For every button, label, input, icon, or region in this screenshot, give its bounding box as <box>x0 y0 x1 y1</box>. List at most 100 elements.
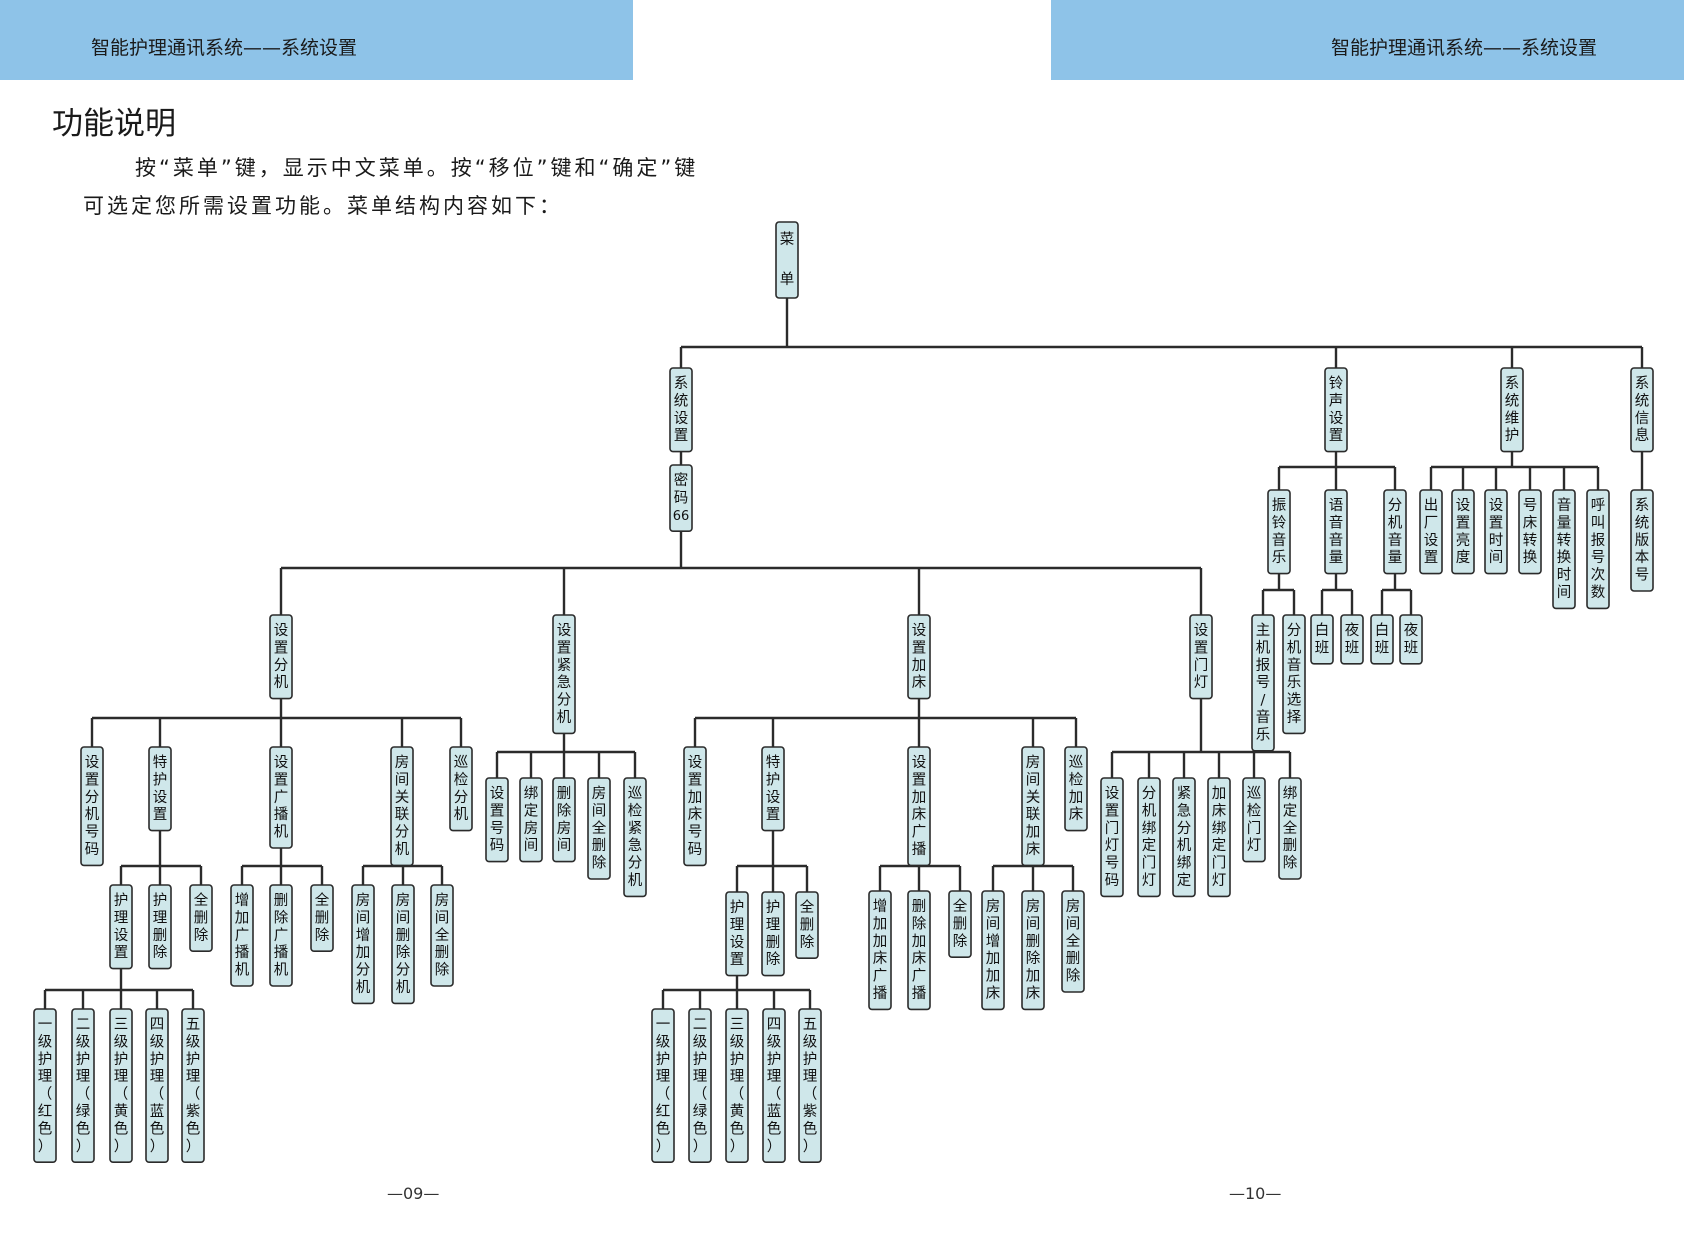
menu-node-label: 全删除 <box>953 897 968 950</box>
menu-node-box <box>669 367 693 453</box>
menu-node: 白班 <box>1370 614 1394 665</box>
menu-node-label: 护理删除 <box>766 899 781 968</box>
menu-node: 房间删除加床 <box>1021 890 1045 1011</box>
menu-node-label: 护理设置 <box>114 892 129 961</box>
menu-node: 夜班 <box>1399 614 1423 665</box>
menu-node: 设置加床 <box>907 614 931 700</box>
menu-node-label: 呼叫报号次数 <box>1591 497 1606 601</box>
menu-node-label: 四级护理（蓝色） <box>767 1017 782 1155</box>
menu-node: 巡检紧急分机 <box>623 777 647 898</box>
menu-node-label: 设置号码 <box>490 785 505 854</box>
menu-node-box <box>683 746 707 867</box>
menu-node-box <box>552 614 576 735</box>
menu-node-label: 系统设置 <box>674 375 689 444</box>
menu-node-label: 三级护理（黄色） <box>114 1017 129 1155</box>
menu-node-label: 分机音乐选择 <box>1287 622 1302 726</box>
menu-node-box <box>868 890 892 1011</box>
menu-node-box <box>1370 614 1394 665</box>
menu-node: 系统版本号 <box>1630 489 1654 592</box>
menu-node: 分机音乐选择 <box>1282 614 1306 735</box>
header-banner-left: 智能护理通讯系统——系统设置 <box>0 0 633 80</box>
menu-node-label: 语音音量 <box>1329 497 1344 566</box>
menu-node: 删除广播机 <box>269 884 293 987</box>
menu-node-label: 全删除 <box>315 891 330 944</box>
menu-node: 删除加床广播 <box>907 890 931 1011</box>
menu-node-label: 增加广播机 <box>235 892 250 979</box>
section-title: 功能说明 <box>52 106 176 142</box>
menu-node: 巡检加床 <box>1064 746 1088 832</box>
menu-node-label: 护理删除 <box>153 892 168 961</box>
menu-node-label: 删除房间 <box>557 785 572 854</box>
menu-node: 铃声设置 <box>1324 367 1348 453</box>
menu-node: 增加广播机 <box>230 884 254 987</box>
menu-node-box <box>761 891 785 977</box>
menu-node: 振铃音乐 <box>1267 489 1291 575</box>
header-title-right: 智能护理通讯系统——系统设置 <box>1330 37 1597 59</box>
menu-node: 出厂设置 <box>1419 489 1443 575</box>
menu-node-label: 设置门灯 <box>1194 622 1209 691</box>
menu-node-box <box>907 746 931 867</box>
menu-node: 设置广播机 <box>269 746 293 849</box>
menu-node: 设置加床号码 <box>683 746 707 867</box>
menu-node-label: 一级护理（红色） <box>38 1017 53 1155</box>
menu-node-label: 全删除 <box>194 891 209 944</box>
menu-node-label: 音量转换时间 <box>1557 497 1572 601</box>
menu-node-box <box>269 614 293 700</box>
menu-node-box <box>519 777 543 863</box>
menu-node-box <box>1324 367 1348 453</box>
menu-node-label: 设置加床广播 <box>912 754 927 858</box>
menu-node-box <box>449 746 473 832</box>
menu-node: 护理删除 <box>148 884 172 970</box>
menu-node: 房间增加加床 <box>981 890 1005 1011</box>
menu-node-box <box>1518 489 1542 575</box>
menu-node-label: 设置分机 <box>274 622 289 691</box>
menu-node: 护理设置 <box>725 891 749 977</box>
menu-node: 房间关联分机 <box>390 746 414 867</box>
menu-node: 绑定房间 <box>519 777 543 863</box>
page-number-right: —10— <box>1229 1184 1282 1203</box>
menu-node-label: 房间全删除 <box>1066 898 1081 985</box>
menu-node: 设置分机号码 <box>80 746 104 867</box>
menu-node-box <box>1451 489 1475 575</box>
menu-node-box <box>798 1008 822 1163</box>
menu-node-box <box>1021 746 1045 867</box>
menu-node: 设置门灯号码 <box>1100 777 1124 898</box>
menu-node-box <box>1064 746 1088 832</box>
menu-node-box <box>552 777 576 863</box>
menu-node-box <box>269 746 293 849</box>
menu-node-box <box>1282 614 1306 735</box>
menu-node: 设置时间 <box>1484 489 1508 575</box>
menu-node: 全删除 <box>310 884 334 952</box>
menu-node: 设置紧急分机 <box>552 614 576 735</box>
menu-node: 三级护理（黄色） <box>725 1008 749 1163</box>
menu-node: 设置加床广播 <box>907 746 931 867</box>
menu-node: 呼叫报号次数 <box>1586 489 1610 610</box>
menu-node-box <box>1383 489 1407 575</box>
menu-node: 设置门灯 <box>1189 614 1213 700</box>
menu-node-box <box>981 890 1005 1011</box>
menu-node: 特护设置 <box>148 746 172 832</box>
menu-node-box <box>269 884 293 987</box>
menu-node: 系统设置 <box>669 367 693 453</box>
menu-node-label: 特护设置 <box>153 754 168 823</box>
menu-node: 四级护理（蓝色） <box>762 1008 786 1163</box>
menu-node-label: 房间删除分机 <box>396 892 411 996</box>
menu-node-label: 设置广播机 <box>274 754 289 841</box>
menu-node-label: 设置分机号码 <box>85 754 100 858</box>
menu-node-box <box>688 1008 712 1163</box>
intro-line-2: 可选定您所需设置功能。菜单结构内容如下： <box>83 194 563 218</box>
menu-node-label: 房间全删除 <box>592 785 607 872</box>
menu-node: 设置号码 <box>485 777 509 863</box>
tree-connectors <box>43 298 1644 1009</box>
menu-node-label: 白班 <box>1375 622 1390 656</box>
menu-node: 一级护理（红色） <box>33 1008 57 1163</box>
menu-node: 删除房间 <box>552 777 576 863</box>
menu-node: 全删除 <box>189 884 213 952</box>
menu-node: 巡检分机 <box>449 746 473 832</box>
menu-node: 房间全删除 <box>430 884 454 987</box>
menu-node-label: 设置亮度 <box>1456 497 1471 566</box>
menu-node: 护理删除 <box>761 891 785 977</box>
menu-node-label: 菜单 <box>780 231 795 288</box>
menu-node-box <box>669 464 693 532</box>
